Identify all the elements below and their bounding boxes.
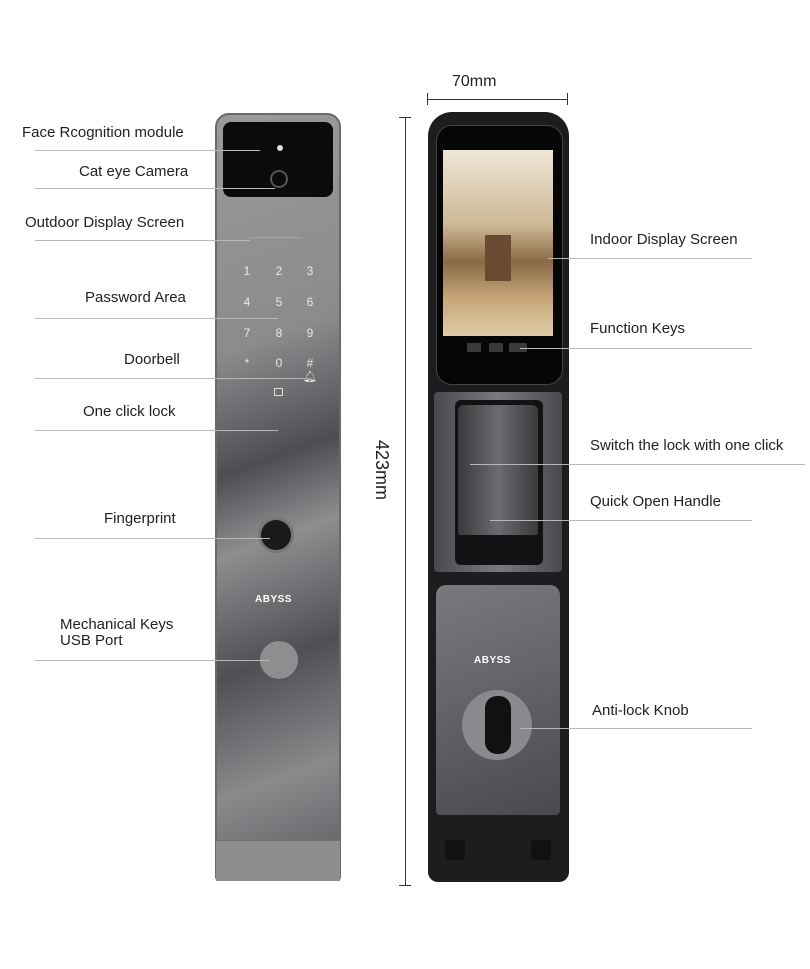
screw-cover <box>531 840 551 860</box>
dimension-tick <box>399 117 411 118</box>
label-doorbell: Doorbell <box>124 351 180 368</box>
brand-logo: ABYSS <box>255 594 292 605</box>
leader-line <box>490 520 752 521</box>
width-dimension: 70mm <box>452 73 497 90</box>
dimension-tick <box>567 93 568 105</box>
corridor-door <box>485 235 511 281</box>
face-recognition-module <box>223 122 333 197</box>
function-key[interactable] <box>467 343 481 352</box>
function-key[interactable] <box>509 343 527 352</box>
dimension-tick <box>427 93 428 105</box>
doorbell-icon[interactable]: 🔔︎ <box>303 371 317 383</box>
function-key[interactable] <box>489 343 503 352</box>
key-3[interactable]: 3 <box>306 264 314 278</box>
outdoor-lock-panel <box>215 113 341 881</box>
dimension-tick <box>399 885 411 886</box>
label-indoor-display: Indoor Display Screen <box>590 231 738 248</box>
leader-line <box>520 728 752 729</box>
label-quick-open-handle: Quick Open Handle <box>590 493 721 510</box>
key-5[interactable]: 5 <box>275 295 283 309</box>
key-1[interactable]: 1 <box>243 264 251 278</box>
key-4[interactable]: 4 <box>243 295 251 309</box>
leader-line <box>35 150 260 151</box>
key-6[interactable]: 6 <box>306 295 314 309</box>
label-password-area: Password Area <box>85 289 186 306</box>
leader-line <box>35 240 250 241</box>
label-anti-lock-knob: Anti-lock Knob <box>592 702 689 719</box>
fingerprint-sensor[interactable] <box>258 517 294 553</box>
label-one-click-lock: One click lock <box>83 403 176 420</box>
outdoor-display-screen <box>250 237 302 248</box>
screw-cover <box>445 840 465 860</box>
key-2[interactable]: 2 <box>275 264 283 278</box>
key-7[interactable]: 7 <box>243 326 251 340</box>
width-dimension-line <box>427 99 568 100</box>
leader-line <box>35 378 305 379</box>
label-mechanical-keys: Mechanical Keys <box>60 616 174 633</box>
height-dimension: 423mm <box>372 439 393 501</box>
anti-lock-knob[interactable] <box>485 696 511 754</box>
brand-logo: ABYSS <box>474 655 511 666</box>
lock-icon[interactable] <box>274 388 283 396</box>
label-fingerprint: Fingerprint <box>104 510 176 527</box>
leader-line <box>35 430 278 431</box>
label-outdoor-display: Outdoor Display Screen <box>25 214 185 231</box>
camera-lens-icon <box>277 145 283 151</box>
leader-line <box>35 660 270 661</box>
key-8[interactable]: 8 <box>275 326 283 340</box>
leader-line <box>520 348 752 349</box>
indoor-display-screen <box>443 150 553 336</box>
label-face-recognition: Face Rcognition module <box>22 124 184 141</box>
key-hash[interactable]: # <box>306 356 314 370</box>
label-function-keys: Function Keys <box>590 320 686 337</box>
leader-line <box>470 464 805 465</box>
label-cat-eye-camera: Cat eye Camera <box>79 163 189 180</box>
quick-open-handle[interactable] <box>458 405 538 535</box>
key-9[interactable]: 9 <box>306 326 314 340</box>
leader-line <box>35 318 278 319</box>
height-dimension-line <box>405 117 406 885</box>
leader-line <box>548 258 752 259</box>
label-usb-port: USB Port <box>60 632 123 649</box>
key-0[interactable]: 0 <box>275 356 283 370</box>
cat-eye-camera-icon <box>270 170 288 188</box>
label-switch-lock: Switch the lock with one click <box>590 437 784 454</box>
leader-line <box>35 188 275 189</box>
outdoor-lock-base <box>216 840 340 881</box>
leader-line <box>35 538 270 539</box>
key-star[interactable]: * <box>244 356 250 370</box>
